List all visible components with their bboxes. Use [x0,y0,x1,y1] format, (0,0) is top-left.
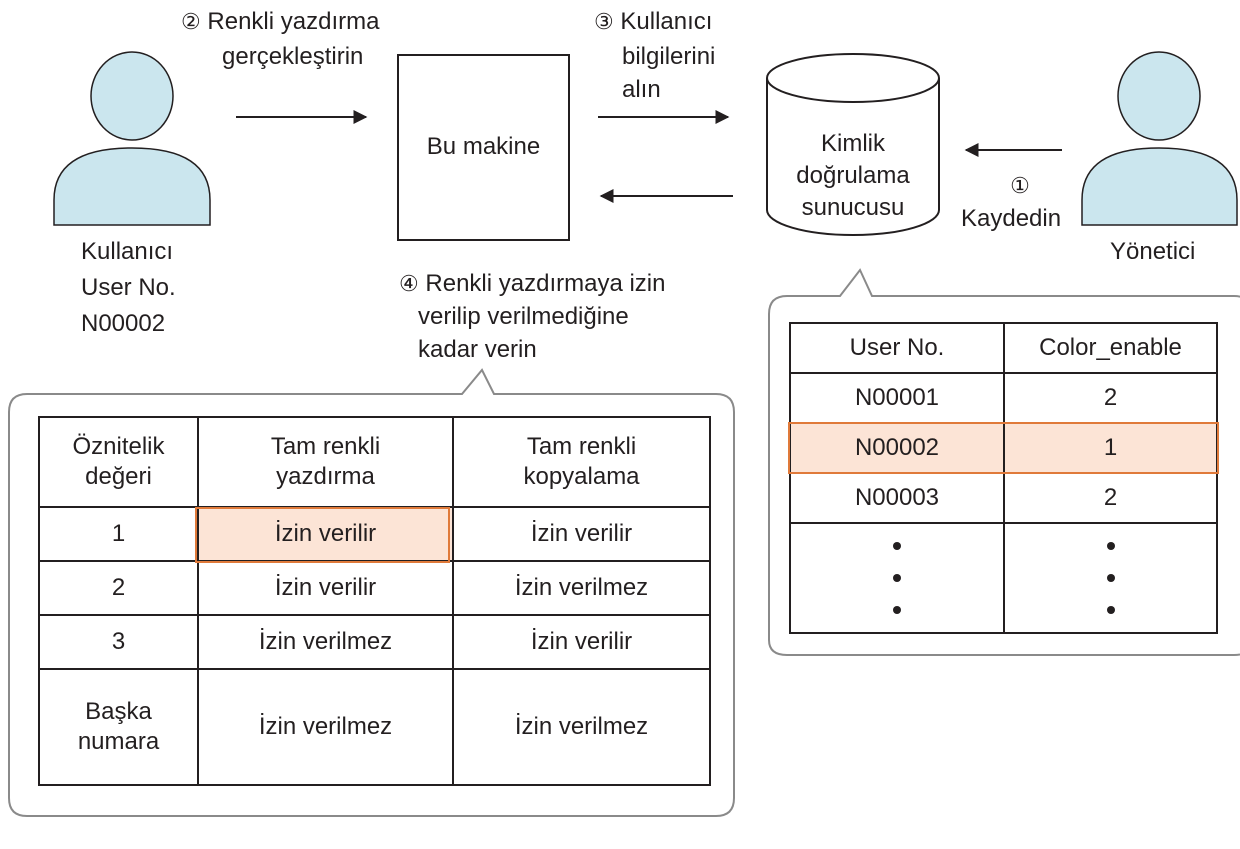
table-row-ellipsis [789,522,1218,634]
table-row: 2 İzin verilir İzin verilmez [38,560,711,616]
user-no-cell: N00002 [789,422,1005,474]
table-row-highlighted: N00002 1 [789,422,1218,474]
callout-user-table [768,268,1240,656]
step2-line1: Renkli yazdırma [207,8,380,35]
copy-permission-cell: İzin verilmez [452,560,711,616]
step4-line3: kadar verin [418,336,537,363]
step4-line2: verilip verilmediğine [418,303,629,330]
table-row: 1 İzin verilir İzin verilir [38,506,711,562]
callout-attr-table [8,368,735,817]
color-enable-cell: 1 [1003,422,1218,474]
vertical-ellipsis-icon [1005,538,1216,618]
user-number-label: User No. [81,274,176,301]
machine-label: Bu makine [426,133,541,160]
table-row: N00003 2 [789,472,1218,524]
attr-value-cell: 2 [38,560,199,616]
user-table-header-user-no: User No. [789,322,1005,374]
user-number: N00002 [81,310,166,337]
color-enable-cell: 2 [1003,372,1218,424]
copy-permission-cell: İzin verilmez [452,668,711,786]
attr-value-cell: 3 [38,614,199,670]
step4-line1: Renkli yazdırmaya izin [425,270,666,297]
print-permission-cell: İzin verilmez [197,668,454,786]
user-table: User No. Color_enable N00001 2 N00002 1 … [789,322,1218,634]
step4-caption: ④ Renkli yazdırmaya izin [399,268,666,300]
server-line2: doğrulama [796,162,910,189]
user-no-cell: N00003 [789,472,1005,524]
step1-text: Kaydedin [961,205,1062,232]
step3-caption: ③ Kullanıcı [594,6,712,38]
print-permission-cell: İzin verilir [197,560,454,616]
step2-line2: gerçekleştirin [222,43,364,70]
table-row: 3 İzin verilmez İzin verilir [38,614,711,670]
copy-permission-cell: İzin verilir [452,614,711,670]
step2-caption: ② Renkli yazdırma [181,6,379,38]
user-label: Kullanıcı [81,238,174,265]
print-permission-cell: İzin verilmez [197,614,454,670]
server-line3: sunucusu [801,194,905,221]
user-person-icon [53,51,211,226]
vertical-ellipsis-icon [791,538,1003,618]
step2-number: ② [181,9,201,34]
admin-label: Yönetici [1110,238,1196,265]
machine-box [397,54,570,241]
step3-line1: Kullanıcı [620,8,713,35]
print-permission-cell-highlighted: İzin verilir [197,506,454,562]
attr-value-cell: 1 [38,506,199,562]
ellipsis-cell [789,522,1005,634]
admin-person-icon [1081,51,1238,226]
server-cylinder-icon [766,53,940,236]
color-enable-cell: 2 [1003,472,1218,524]
user-table-header-row: User No. Color_enable [789,322,1218,374]
step4-number: ④ [399,271,419,296]
user-no-cell: N00001 [789,372,1005,424]
step3-line2: bilgilerini [622,43,716,70]
step3-line3: alın [622,76,661,103]
step3-number: ③ [594,9,614,34]
ellipsis-cell [1003,522,1218,634]
user-table-header-color-enable: Color_enable [1003,322,1218,374]
step1-number: ① [1010,173,1030,198]
server-line1: Kimlik [821,130,885,157]
table-row: N00001 2 [789,372,1218,424]
copy-permission-cell: İzin verilir [452,506,711,562]
